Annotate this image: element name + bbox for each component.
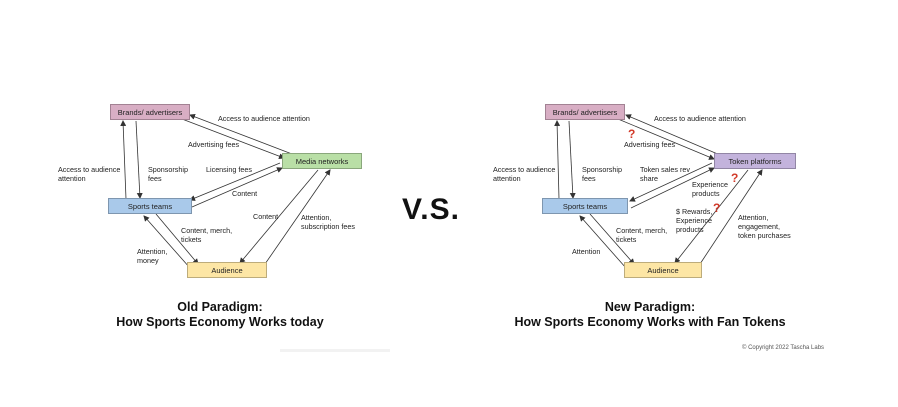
label-new-rewards: $ Rewards, Experience products [676,207,713,234]
faint-divider [280,349,390,352]
arrow-old-licensing [189,162,281,201]
arrow-old-access-left [120,120,127,200]
node-new-sports: Sports teams [542,198,628,214]
node-old-audience: Audience [187,262,267,278]
label-old-content-merch: Content, merch, tickets [181,226,233,244]
label-old-content-right: Content [253,212,279,221]
arrow-old-access [189,113,293,155]
arrow-old-attention-money [143,215,191,269]
label-old-attention-sub: Attention, subscription fees [301,213,355,231]
arrow-new-experience [630,167,715,209]
arrow-old-content-mid [191,167,283,208]
arrow-new-content-merch [589,213,635,265]
node-new-token: Token platforms [714,153,796,169]
arrow-new-access-left [554,120,561,200]
label-new-advertising: Advertising fees [624,140,676,149]
vs-separator: V.S. [402,193,460,226]
question-mark-rewards: ? [713,201,721,215]
label-old-advertising: Advertising fees [188,140,240,149]
node-old-brands: Brands/ advertisers [110,104,190,120]
node-new-brands: Brands/ advertisers [545,104,625,120]
arrow-new-advertising [617,118,715,160]
caption-old: Old Paradigm: How Sports Economy Works t… [116,300,324,329]
label-old-access: Access to audience attention [218,114,310,123]
arrow-new-access [625,114,721,156]
arrow-old-content-merch [155,213,199,265]
label-new-attention: Attention [572,247,601,256]
label-new-attention-eng: Attention, engagement, token purchases [738,213,791,240]
label-new-token-sales: Token sales rev share [640,165,690,183]
node-new-audience: Audience [624,262,702,278]
arrow-old-advertising [181,118,285,160]
copyright-text: © Copyright 2022 Tascha Labs [742,345,825,351]
label-old-attention-money: Attention, money [137,247,168,265]
arrow-old-content-right [239,169,319,264]
caption-new: New Paradigm: How Sports Economy Works w… [514,300,786,329]
arrow-new-attention-eng [699,169,763,265]
arrow-old-attention-sub [264,169,331,265]
label-old-licensing: Licensing fees [206,165,252,174]
label-old-access-left: Access to audience attention [58,165,121,183]
question-mark-advertising: ? [628,127,636,141]
node-old-sports: Sports teams [108,198,192,214]
arrow-old-sponsorship [135,120,143,199]
label-new-access: Access to audience attention [654,114,746,123]
node-old-media: Media networks [282,153,362,169]
label-new-content-merch: Content, merch, tickets [616,226,668,244]
arrow-new-attention [579,215,627,269]
label-new-access-left: Access to audience attention [493,165,556,183]
label-new-sponsorship: Sponsorship fees [582,165,622,183]
label-old-sponsorship: Sponsorship fees [148,165,188,183]
question-mark-experience: ? [731,171,739,185]
label-new-experience: Experience products [692,180,728,198]
arrow-new-token-sales [629,162,713,202]
arrow-new-sponsorship [568,120,576,199]
label-old-content-mid: Content [232,189,258,198]
arrow-new-rewards [674,169,749,264]
